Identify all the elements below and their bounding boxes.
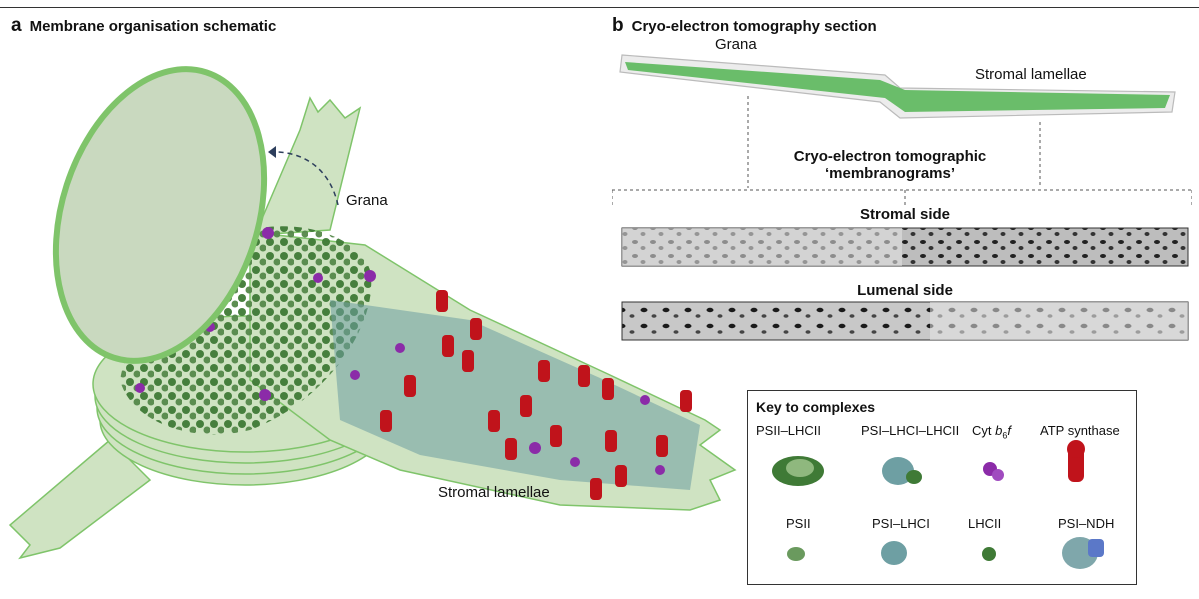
key-label-psi-lhci-lhcii: PSI–LHCI–LHCII [861,423,960,438]
key-label-cyt-b6f: Cyt b6f [972,423,1011,441]
panel-b-grana-label: Grana [715,36,757,53]
key-label-psii: PSII [786,516,811,531]
panel-b-title: b Cryo-electron tomography section [612,15,877,37]
panel-a-title-text: Membrane organisation schematic [29,18,277,35]
flip-arrow [267,151,339,206]
guide-lines [612,96,1192,205]
panel-a-letter: a [11,15,22,36]
lumenal-side-label: Lumenal side [857,282,953,299]
key-label-psi-ndh: PSI–NDH [1058,516,1115,531]
lhcii-icon [982,547,996,561]
psii-icon [787,547,805,561]
membranograms-line1: Cryo-electron tomographic [793,148,987,165]
stromal-side-strip-light [622,228,902,266]
panel-b-title-text: Cryo-electron tomography section [631,18,877,35]
atp-synthase-icon [1067,440,1085,482]
panel-a-stromal-label: Stromal lamellae [438,484,550,501]
membranograms-label: Cryo-electron tomographic ‘membranograms… [760,148,1020,182]
key-title: Key to complexes [756,399,876,415]
membrane-schematic [8,66,737,560]
key-icons [772,440,1104,569]
panel-a-title: a Membrane organisation schematic [11,15,276,37]
key-label-psi-lhci: PSI–LHCI [872,516,930,531]
atp-synthase-markers [380,290,692,500]
psi-lhci-lhcii-icon [882,457,922,485]
cyt-b6f-icon [983,462,1004,481]
lumenal-side-strip-light [930,302,1188,340]
psi-lhci-icon [881,541,907,565]
stromal-side-label: Stromal side [859,206,951,223]
top-rule [0,7,1199,8]
upper-grana-branch [253,96,362,236]
key-label-atp-synthase: ATP synthase [1040,423,1120,438]
key-box: Key to complexes PSII–LHCII PSI–LHCI–LHC… [747,390,1137,585]
panel-a-grana-label: Grana [346,192,388,209]
panel-b-letter: b [612,15,624,36]
tomography-section [612,54,1192,341]
lower-left-branch [8,438,152,560]
key-label-lhcii: LHCII [968,516,1002,531]
tomogram-green-core [625,62,1170,112]
psi-ndh-icon [1062,537,1104,569]
psii-lhcii-icon [772,456,824,486]
flipped-grana-disc [52,66,268,364]
key-label-psii-lhcii: PSII–LHCII [756,423,822,438]
cyt-b6f-markers [135,227,665,475]
membranograms-line2: ‘membranograms’ [824,165,956,182]
panel-b-stromal-label: Stromal lamellae [975,66,1087,83]
